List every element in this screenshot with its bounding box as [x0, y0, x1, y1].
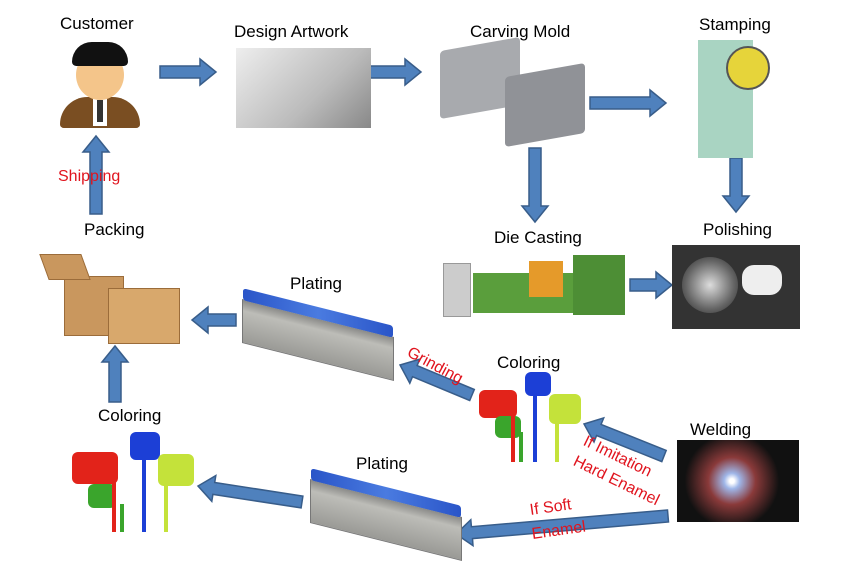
- design-artwork-image: [236, 48, 371, 128]
- arrow-carving-to-stamping: [589, 88, 668, 118]
- arrow-coloring-to-packing: [100, 344, 130, 403]
- arrow-packing-to-customer-shipping: [81, 134, 111, 215]
- arrow-soft-enamel: [454, 509, 670, 548]
- plating-bottom-label: Plating: [356, 454, 408, 473]
- paint-cans-middle-image: [475, 370, 585, 462]
- welding-label: Welding: [690, 420, 752, 439]
- arrow-plating-to-packing: [190, 305, 237, 335]
- customer-label: Customer: [60, 14, 134, 33]
- coloring-left-label: Coloring: [98, 406, 162, 425]
- design-artwork-label: Design Artwork: [234, 22, 349, 41]
- welding-image: [677, 440, 799, 522]
- die-casting-label: Die Casting: [494, 228, 582, 247]
- shipping-label: Shipping: [58, 168, 121, 185]
- stamping-press-image: [688, 40, 770, 158]
- carving-mold-label: Carving Mold: [470, 22, 571, 41]
- arrow-design-to-carving: [364, 57, 423, 87]
- plating-top-label: Plating: [290, 274, 342, 293]
- stamping-label: Stamping: [699, 15, 771, 34]
- arrow-die-casting-to-polishing: [629, 270, 674, 300]
- arrow-carving-to-die-casting: [520, 147, 550, 224]
- paint-cans-left-image: [68, 432, 198, 532]
- arrow-stamping-to-polishing: [721, 157, 751, 214]
- coloring-middle-label: Coloring: [497, 353, 561, 372]
- die-casting-machine-image: [443, 255, 629, 321]
- arrow-imitation-hard-enamel: [582, 416, 668, 463]
- customer-icon: [60, 42, 140, 128]
- arrow-customer-to-design: [159, 57, 218, 87]
- arrow-grinding: [398, 358, 476, 402]
- polishing-image: [672, 245, 800, 329]
- polishing-label: Polishing: [703, 220, 772, 239]
- mold-half-right-image: [505, 62, 585, 148]
- packing-box-image: [39, 246, 184, 344]
- arrow-plating-to-coloring: [196, 474, 304, 509]
- packing-label: Packing: [84, 220, 145, 239]
